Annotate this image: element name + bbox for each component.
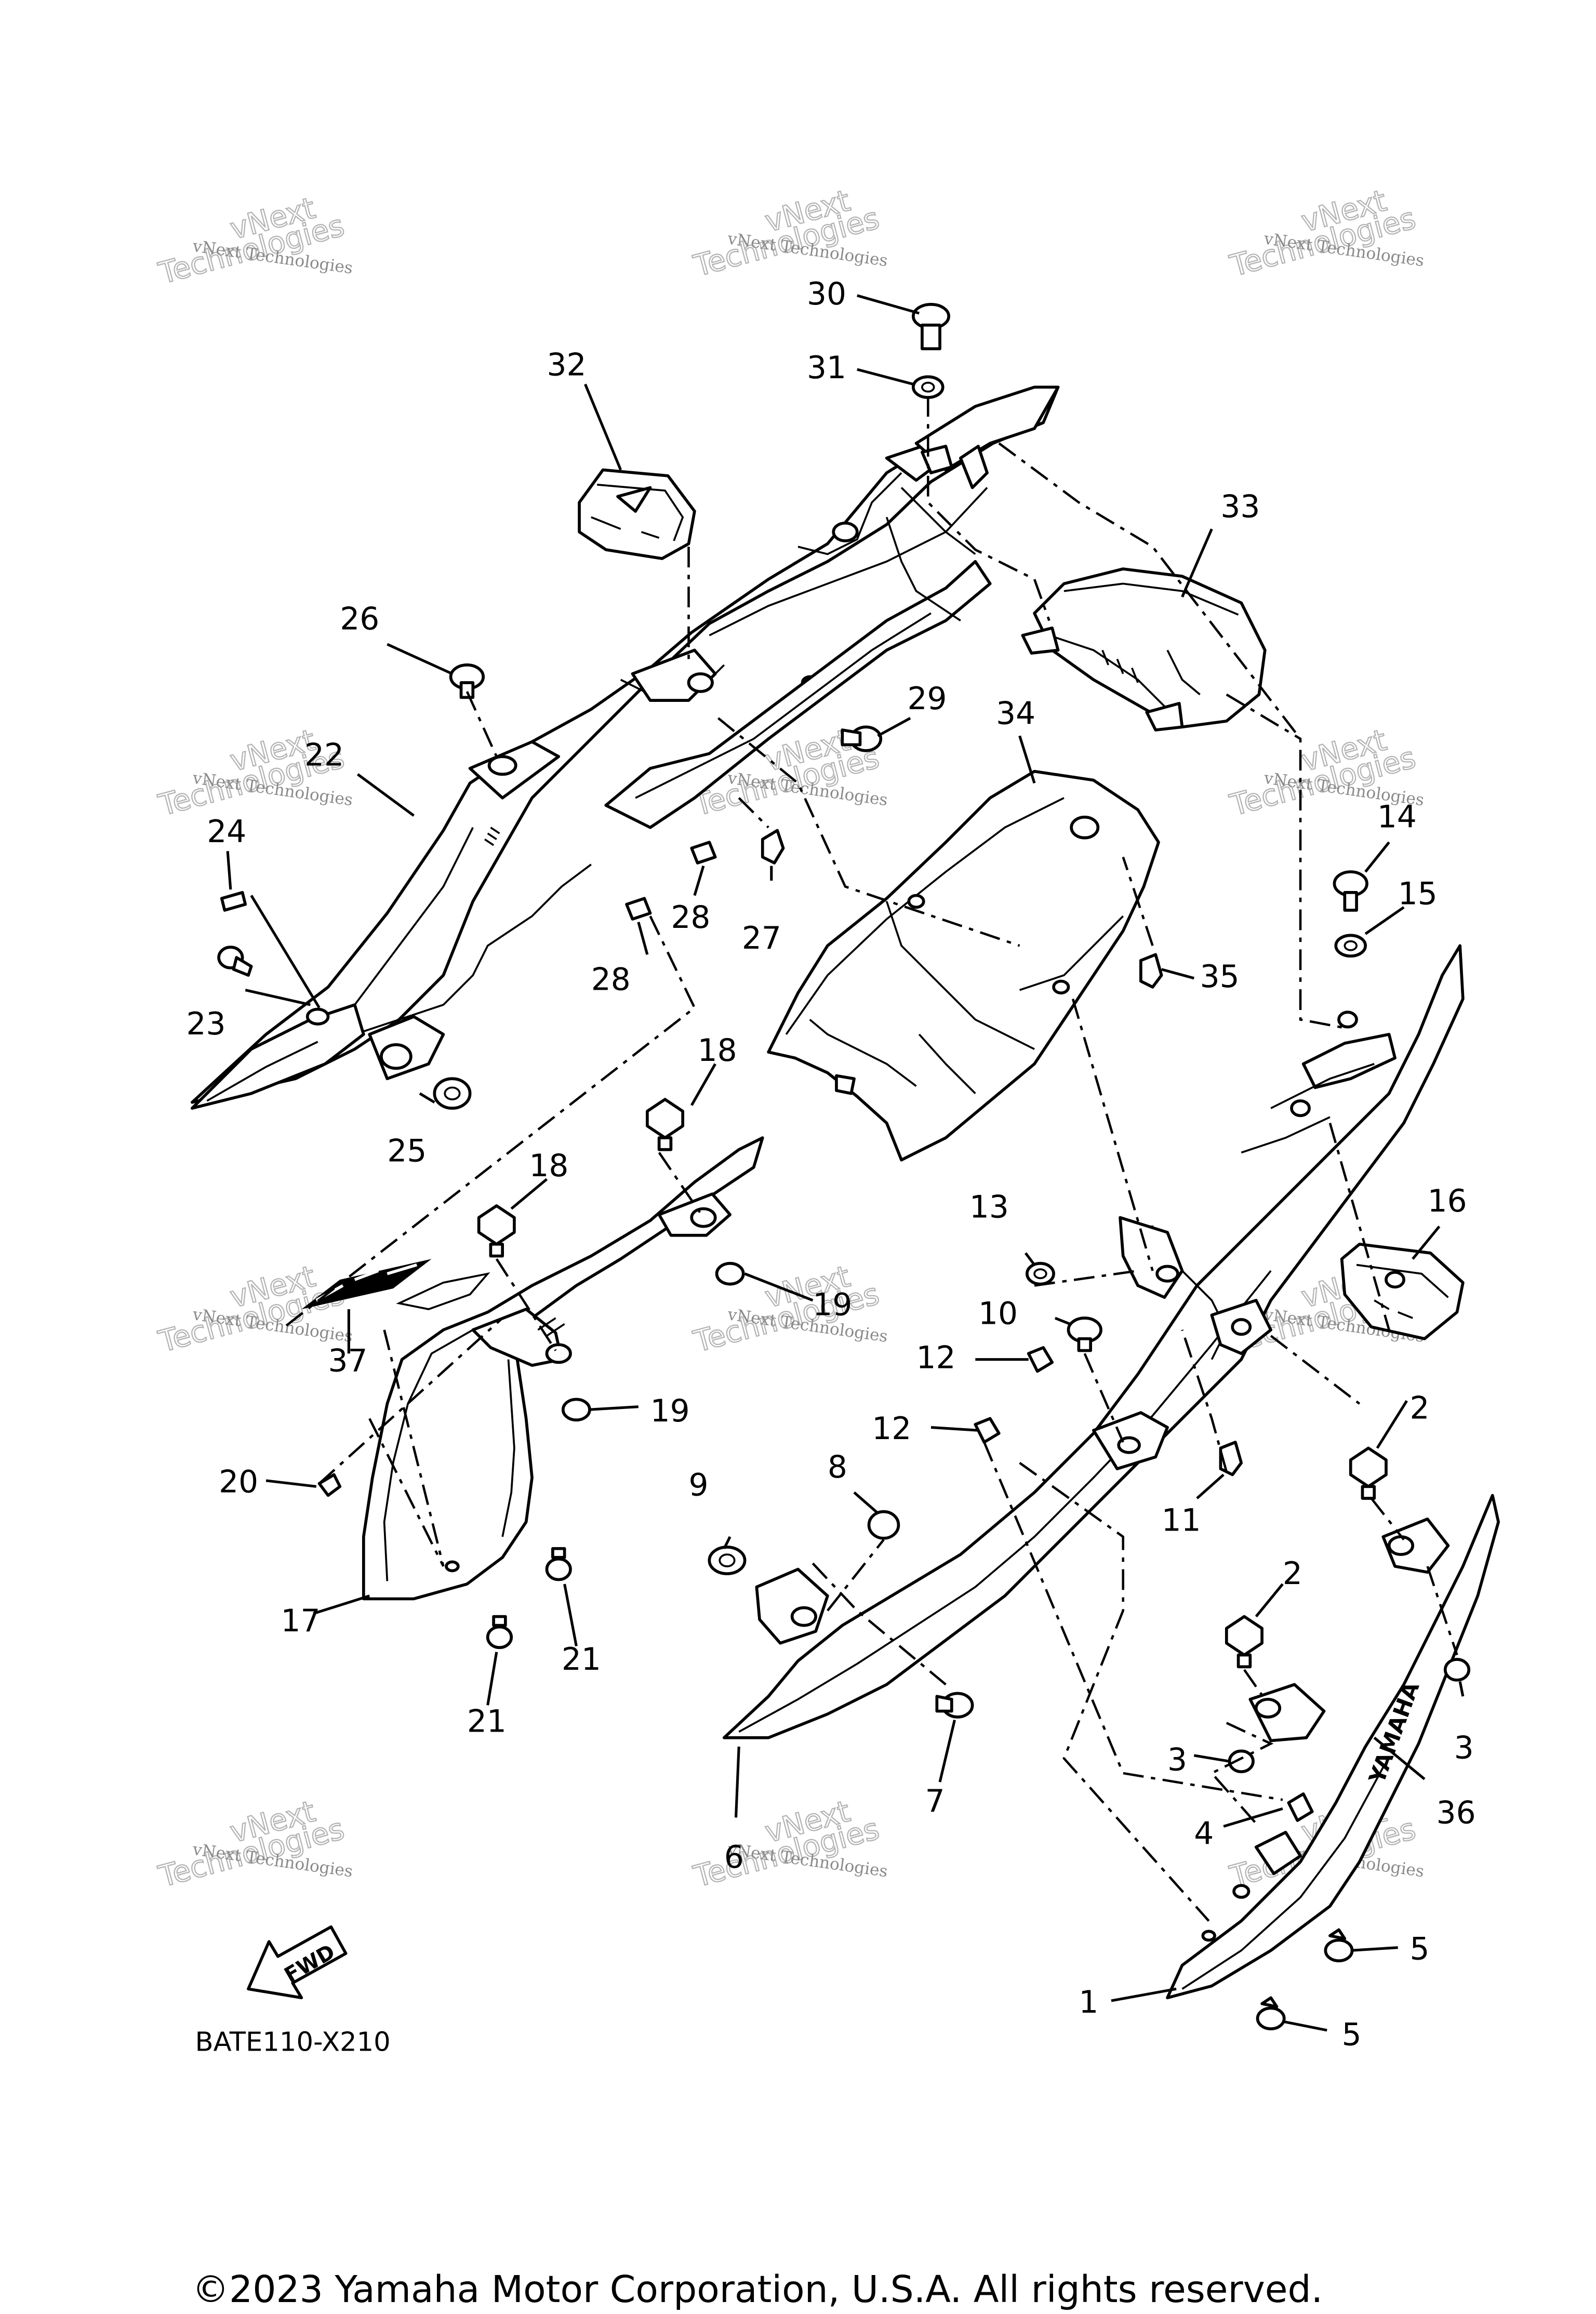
- copyright-notice: ©2023 Yamaha Motor Corporation, U.S.A. A…: [192, 2268, 1323, 2311]
- part-12-nut: [974, 1417, 1001, 1444]
- part-15-collar: [1334, 934, 1367, 958]
- part-30-screw: [912, 303, 950, 351]
- part-13-grommet: [1026, 1261, 1055, 1286]
- callout-19a: 19: [813, 1287, 852, 1323]
- callout-26: 26: [340, 602, 379, 637]
- part-5-grommet: [1324, 1928, 1354, 1963]
- callout-37: 37: [328, 1343, 368, 1379]
- callout-7: 7: [925, 1784, 945, 1819]
- part-tail-bracket: [914, 385, 1060, 489]
- part-26-bolt: [449, 663, 485, 699]
- callout-35: 35: [1200, 959, 1240, 995]
- callout-14: 14: [1377, 800, 1417, 835]
- part-20-clip: [317, 1473, 342, 1497]
- callout-32: 32: [547, 347, 586, 383]
- assembly-lines: [280, 396, 1458, 1922]
- part-24-grommet: [220, 891, 247, 912]
- callout-23: 23: [187, 1006, 226, 1042]
- callout-34: 34: [996, 696, 1035, 732]
- part-4-nut: [1287, 1792, 1314, 1822]
- part-28-nut: [690, 841, 717, 865]
- callout-16: 16: [1428, 1183, 1467, 1219]
- callout-9: 9: [689, 1467, 709, 1503]
- callout-18b: 18: [529, 1148, 568, 1184]
- part-34-center-cover: [767, 769, 1160, 1162]
- callout-31: 31: [807, 350, 846, 386]
- callout-12a: 12: [916, 1340, 956, 1376]
- callout-4: 4: [1194, 1816, 1214, 1852]
- part-27-rivet: [761, 829, 785, 865]
- callout-5b: 5: [1342, 2017, 1362, 2053]
- callout-27: 27: [742, 921, 781, 956]
- part-5-grommet: [1256, 1996, 1286, 2030]
- part-6-side-cover-long: [722, 944, 1465, 1739]
- part-35-rivet: [1139, 953, 1163, 989]
- part-25-washer: [433, 1077, 472, 1110]
- part-2-bolt: [1225, 1615, 1264, 1669]
- callout-5a: 5: [1409, 1931, 1429, 1967]
- callout-labels: 30 31 32 33 26 29 34 22 24 23 25 27 28 2…: [187, 276, 1476, 2053]
- callout-22: 22: [304, 737, 344, 773]
- callout-17: 17: [281, 1603, 321, 1639]
- callout-25: 25: [387, 1134, 427, 1169]
- part-10-screw: [1067, 1316, 1102, 1352]
- part-33-rear-cover: [1021, 567, 1267, 732]
- callout-36: 36: [1437, 1796, 1476, 1831]
- part-22-front-nose: [191, 1003, 365, 1110]
- part-18-bolt: [477, 1204, 516, 1258]
- callout-2a: 2: [1409, 1390, 1429, 1426]
- callout-21a: 21: [562, 1642, 601, 1678]
- part-19-grommet: [561, 1398, 591, 1422]
- fasteners: [217, 303, 1471, 2030]
- part-32-holder: [578, 468, 696, 560]
- callout-2b: 2: [1283, 1556, 1302, 1592]
- part-18-bolt: [646, 1098, 684, 1151]
- callout-13: 13: [969, 1190, 1009, 1226]
- callout-11: 11: [1162, 1503, 1201, 1539]
- callout-30: 30: [807, 276, 846, 312]
- callout-8: 8: [828, 1449, 847, 1485]
- callout-18a: 18: [698, 1033, 737, 1069]
- callout-10: 10: [978, 1296, 1018, 1332]
- callout-20: 20: [219, 1465, 258, 1500]
- callout-12b: 12: [872, 1411, 911, 1447]
- callout-21b: 21: [467, 1704, 507, 1739]
- part-29-screw: [841, 725, 883, 752]
- callout-24: 24: [207, 814, 246, 850]
- part-12-nut: [1027, 1346, 1054, 1373]
- leader-lines: [226, 294, 1465, 2032]
- part-2-bolt: [1349, 1446, 1388, 1500]
- callout-3b: 3: [1167, 1742, 1187, 1778]
- part-21-grommet: [545, 1547, 572, 1581]
- part-31-collar: [912, 375, 945, 399]
- callout-6: 6: [724, 1840, 744, 1876]
- callout-28b: 28: [591, 962, 631, 998]
- callout-29: 29: [907, 681, 947, 717]
- part-21-grommet: [486, 1615, 513, 1650]
- callout-1: 1: [1079, 1985, 1098, 2020]
- callout-3a: 3: [1454, 1731, 1474, 1766]
- drawing-code: BATE110-X210: [195, 2027, 391, 2058]
- part-22-inner-panel: [604, 487, 992, 829]
- callout-28a: 28: [671, 900, 710, 936]
- part-14-screw: [1333, 870, 1368, 912]
- callout-19b: 19: [650, 1393, 690, 1429]
- part-8-grommet: [867, 1510, 900, 1540]
- callout-33: 33: [1220, 489, 1260, 525]
- part-3-grommet: [1443, 1658, 1471, 1682]
- part-7-screw: [935, 1692, 974, 1719]
- part-28-nut: [625, 897, 652, 921]
- part-19-grommet: [715, 1261, 745, 1286]
- part-23-bolt: [217, 946, 253, 977]
- part-17-side-cover-lower: [362, 1136, 764, 1601]
- callout-15: 15: [1398, 876, 1438, 912]
- part-22-side-cover-upper: [191, 385, 1060, 1104]
- part-9-collar: [708, 1546, 747, 1575]
- watermark: vNext Technologies vNext Technologies: [689, 183, 889, 284]
